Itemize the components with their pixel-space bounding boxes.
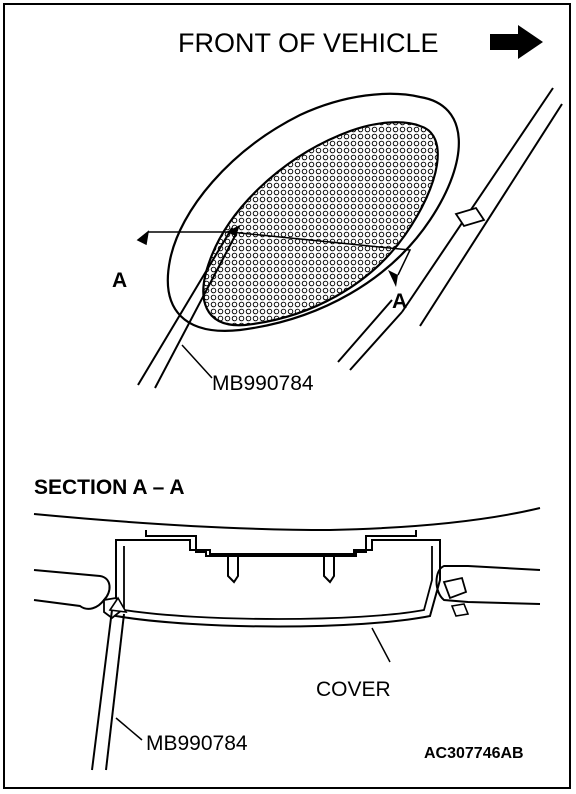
bracket-leg-left — [227, 556, 239, 584]
section-marker-left: A — [112, 269, 127, 292]
cover-inner — [123, 546, 433, 620]
pillar-lower-outer — [337, 299, 393, 363]
section-line — [148, 231, 412, 276]
pillar-lower-inner — [349, 311, 403, 371]
pillar-clip — [454, 206, 486, 228]
tool-leader-top — [181, 344, 213, 379]
cover-outer — [115, 539, 441, 628]
front-of-vehicle-label: FRONT OF VEHICLE — [178, 28, 439, 58]
arrow-right-icon — [490, 25, 543, 59]
diagram-frame — [3, 3, 571, 789]
right-trim-panel — [435, 565, 541, 605]
pillar-line-outer — [401, 87, 554, 313]
section-arrow-icon — [136, 230, 150, 246]
right-clip-small — [450, 603, 470, 617]
cover-label: COVER — [316, 678, 391, 701]
section-arrow-icon-right — [388, 270, 398, 287]
tool-section-inner — [105, 613, 125, 771]
section-marker-right: A — [392, 290, 407, 313]
section-title: SECTION A – A — [34, 476, 185, 499]
tool-section-outer — [91, 609, 113, 771]
left-trim-panel — [33, 569, 111, 610]
tool-shaft-outer — [137, 227, 233, 386]
tool-label-bottom: MB990784 — [146, 732, 248, 755]
mounting-bracket — [145, 530, 417, 557]
figure-code: AC307746AB — [424, 745, 524, 762]
tool-label-top: MB990784 — [212, 372, 314, 395]
section-view: SECTION A – A COVER MB990784 AC307746AB — [33, 476, 541, 771]
bracket-leg-right — [323, 556, 335, 584]
top-view: FRONT OF VEHICLE A A MB990784 — [112, 25, 563, 395]
tool-shaft-inner — [154, 233, 237, 389]
headliner-line — [33, 507, 541, 532]
tool-leader-bottom — [115, 717, 143, 741]
speaker-grille — [202, 121, 439, 327]
tool-tip — [226, 225, 240, 236]
pillar-line-inner — [419, 103, 563, 327]
cover-leader — [371, 627, 391, 663]
right-clip — [442, 576, 468, 600]
outer-trim-outline — [166, 92, 460, 332]
tool-section-tip — [108, 596, 128, 613]
